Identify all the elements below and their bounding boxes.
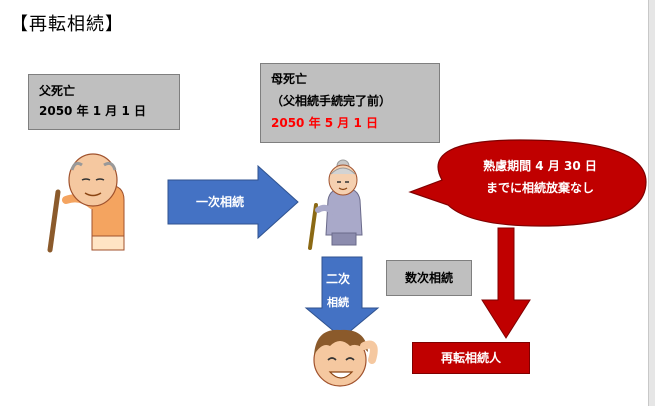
mother-death-date: 2050 年 5 月 1 日: [271, 116, 378, 130]
deadline-speech-bubble: [408, 139, 647, 227]
deadline-line-2: までに相続放棄なし: [485, 181, 594, 195]
old-man-icon: [47, 153, 125, 253]
secondary-inheritance-label-1: 二次: [325, 272, 350, 286]
re-transfer-heir-box: 再転相続人: [412, 342, 530, 374]
mother-death-label: 母死亡: [271, 72, 308, 86]
old-woman-icon: [308, 159, 363, 250]
mother-death-box: 母死亡 （父相続手続完了前） 2050 年 5 月 1 日: [260, 63, 440, 143]
secondary-inheritance-arrow: [304, 256, 380, 339]
father-death-box: 父死亡 2050 年 1 月 1 日: [28, 74, 180, 130]
mother-death-note: （父相続手続完了前）: [271, 94, 392, 108]
secondary-inheritance-label-2: 相続: [327, 296, 349, 309]
window-edge: [648, 0, 655, 406]
father-death-date: 2050 年 1 月 1 日: [39, 104, 146, 118]
successive-inheritance-box: 数次相続: [386, 260, 472, 296]
deadline-line-1: 熟慮期間 4 月 30 日: [483, 159, 597, 173]
deadline-bubble-text: 熟慮期間 4 月 30 日 までに相続放棄なし: [440, 155, 640, 199]
page-title: 【再転相続】: [10, 14, 124, 35]
primary-inheritance-label: 一次相続: [195, 195, 244, 209]
primary-inheritance-arrow: [167, 164, 299, 240]
young-man-icon: [313, 329, 378, 387]
father-death-label: 父死亡: [39, 84, 76, 98]
heir-arrow: [481, 227, 531, 339]
